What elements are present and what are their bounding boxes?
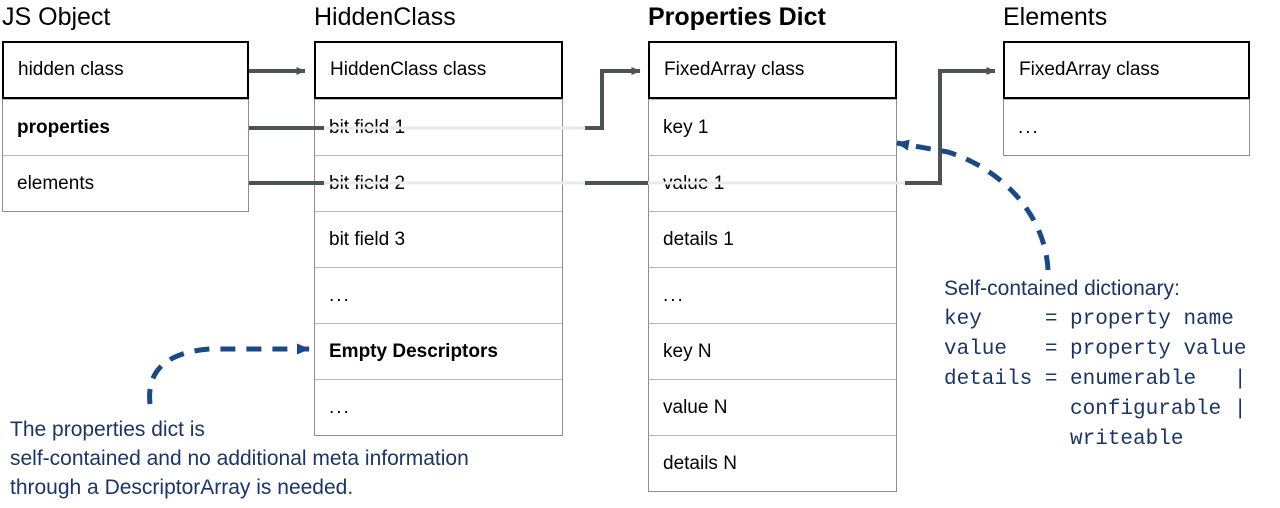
row-label: HiddenClass class [330, 59, 487, 80]
struct-js-object: hidden class properties elements [2, 41, 249, 212]
struct-row-fixedarray-class: FixedArray class [1003, 41, 1250, 99]
row-label: bit field 3 [329, 228, 406, 250]
struct-elements: FixedArray class ... [1003, 41, 1250, 156]
column-title-elements: Elements [1003, 3, 1108, 31]
row-label: elements [17, 172, 95, 194]
struct-row-ellipsis-2: ... [315, 379, 562, 435]
row-label: hidden class [18, 59, 124, 80]
column-title-hidden-class: HiddenClass [314, 3, 456, 31]
struct-row-hiddenclass-class: HiddenClass class [314, 41, 563, 99]
annotation-note-right-title: Self-contained dictionary: [944, 277, 1180, 300]
annotation-arrow-left [147, 343, 310, 405]
struct-row-details-1: details 1 [649, 211, 896, 267]
struct-row-empty-descriptors: Empty Descriptors [315, 323, 562, 379]
struct-row-value-n: value N [649, 379, 896, 435]
row-label: ... [329, 284, 351, 306]
row-label: ... [663, 284, 685, 306]
struct-row-bit-field-1: bit field 1 [315, 99, 562, 155]
struct-row-properties: properties [3, 99, 248, 155]
row-label: Empty Descriptors [329, 340, 498, 362]
row-label: key 1 [663, 116, 709, 138]
struct-row-key-n: key N [649, 323, 896, 379]
struct-row-key-1: key 1 [649, 99, 896, 155]
column-title-properties-dict: Properties Dict [648, 3, 826, 31]
row-label: properties [17, 116, 110, 138]
struct-row-ellipsis: ... [1004, 99, 1249, 155]
struct-properties-dict: FixedArray class key 1 value 1 details 1… [648, 41, 897, 492]
row-label: details 1 [663, 228, 734, 250]
row-label: FixedArray class [1019, 59, 1160, 80]
struct-hidden-class: HiddenClass class bit field 1 bit field … [314, 41, 563, 436]
struct-row-bit-field-2: bit field 2 [315, 155, 562, 211]
row-label: FixedArray class [664, 59, 805, 80]
struct-row-elements: elements [3, 155, 248, 211]
annotation-arrow-right [896, 139, 1051, 271]
row-label: key N [663, 340, 712, 362]
struct-row-value-1: value 1 [649, 155, 896, 211]
row-label: value N [663, 396, 728, 418]
struct-row-details-n: details N [649, 435, 896, 491]
struct-row-bit-field-3: bit field 3 [315, 211, 562, 267]
row-label: ... [329, 396, 351, 418]
row-label: details N [663, 452, 737, 474]
struct-row-fixedarray-class: FixedArray class [648, 41, 897, 99]
annotation-note-right-body: key = property name value = property val… [944, 308, 1247, 451]
row-label: bit field 2 [329, 172, 406, 194]
annotation-note-left: The properties dict is self-contained an… [10, 418, 469, 499]
row-label: ... [1018, 116, 1040, 138]
column-title-js-object: JS Object [2, 3, 111, 31]
struct-row-ellipsis: ... [315, 267, 562, 323]
row-label: value 1 [663, 172, 725, 194]
struct-row-hidden-class: hidden class [2, 41, 249, 99]
row-label: bit field 1 [329, 116, 406, 138]
struct-row-ellipsis: ... [649, 267, 896, 323]
